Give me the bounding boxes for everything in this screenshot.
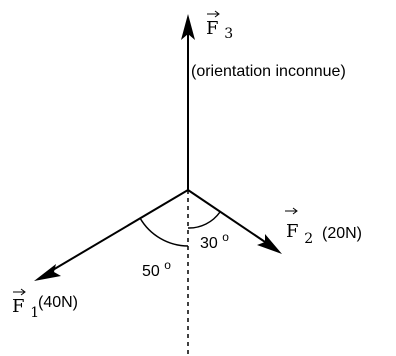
svg-text:F 3: F 3 — [206, 18, 233, 42]
f3-arrowhead — [181, 14, 195, 40]
angle-30-value: 30 — [200, 235, 218, 252]
svg-text:F 1: F 1 — [12, 296, 39, 321]
f2-subscript: 2 — [304, 231, 313, 247]
f2-label: F 2 — [285, 207, 313, 247]
f2-vector-mark-head — [292, 207, 298, 215]
f1-arrowhead — [34, 264, 61, 281]
f2-symbol: F — [286, 221, 299, 242]
f1-label: F 1 — [12, 288, 39, 321]
svg-text:F 2: F 2 — [286, 221, 313, 247]
f1-subscript: 1 — [30, 305, 39, 321]
angle-arc-50 — [139, 217, 189, 247]
f1-vector-mark-head — [20, 288, 26, 296]
f3-vector-mark-head — [214, 10, 220, 18]
f1-symbol: F — [12, 296, 25, 317]
f3-subscript: 3 — [224, 26, 233, 42]
f1-magnitude: (40N) — [38, 294, 78, 311]
angle-30-degree: o — [222, 230, 229, 244]
angle-label-30: 30 o — [200, 230, 229, 252]
f3-symbol: F — [206, 18, 219, 39]
angle-50-value: 50 — [142, 263, 160, 280]
angle-label-50: 50 o — [142, 258, 171, 280]
f2-magnitude: (20N) — [322, 225, 362, 242]
f2-vector-shaft — [187, 189, 275, 249]
f1-vector-shaft — [45, 189, 189, 275]
f3-orientation-note: (orientation inconnue) — [191, 63, 346, 80]
angle-arc-30 — [187, 211, 221, 229]
angle-50-degree: o — [164, 258, 171, 272]
f3-label: F 3 — [206, 10, 233, 42]
f2-arrowhead — [257, 234, 282, 254]
